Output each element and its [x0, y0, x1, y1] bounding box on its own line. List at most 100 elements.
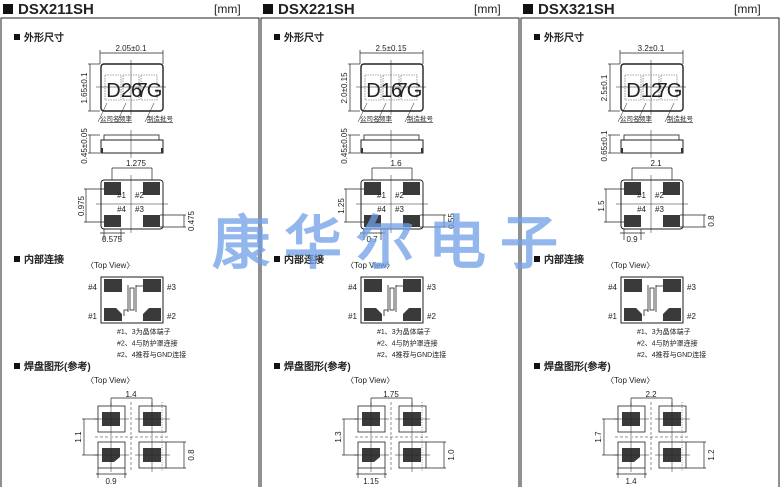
panel-border	[260, 17, 520, 487]
pin-label-1: #1	[88, 312, 97, 321]
marking-char: 7G	[137, 80, 162, 102]
section-land-title: 焊盘图形(参考)	[544, 360, 611, 373]
pad-width-dimension: 0.7	[366, 235, 378, 244]
section-land-title: 焊盘图形(参考)	[284, 360, 351, 373]
lid	[623, 134, 680, 141]
marking-char: D	[626, 80, 640, 102]
top-view-label: 〈Top View〉	[346, 376, 394, 385]
pin-label-1: #1	[608, 312, 617, 321]
base	[100, 139, 164, 154]
pad-2	[403, 182, 420, 195]
marking-label: 制造批号	[147, 114, 174, 123]
pad-3	[143, 215, 160, 227]
dimension-line	[617, 102, 628, 123]
land-pitch-dimension: 1.4	[125, 390, 137, 399]
side-terminal	[361, 148, 363, 153]
marking-label: 频率	[119, 114, 133, 123]
pin-label-2: #2	[427, 312, 436, 321]
marking-box	[122, 74, 140, 101]
land-vpitch-dimension: 1.1	[74, 431, 83, 443]
connection-note: #1、3为晶体端子	[377, 327, 431, 336]
section-internal-title: 内部连接	[24, 253, 64, 266]
side-terminal	[161, 148, 163, 153]
internal-connection-diagram: #4#3#1#2	[88, 276, 176, 324]
pin-label-1: #1	[377, 191, 386, 200]
side-terminal	[101, 148, 103, 153]
dimension-line	[404, 102, 415, 123]
pin-label-4: #4	[348, 283, 357, 292]
top-view-label: 〈Top View〉	[86, 261, 134, 270]
lid	[363, 134, 420, 141]
marking-label: 制造批号	[407, 114, 434, 123]
pad-height-dimension: 0.55	[447, 213, 456, 229]
height-dimension: 2.0±0.15	[340, 72, 349, 104]
header-square-icon	[523, 4, 533, 14]
width-dimension: 3.2±0.1	[638, 44, 665, 53]
pad-width-dimension: 0.9	[626, 235, 638, 244]
side-view: 0.45±0.05	[80, 128, 164, 164]
section-bullet-icon	[274, 256, 280, 262]
terminal-1	[104, 308, 122, 321]
marking-label: 频率	[379, 114, 393, 123]
side-view: 0.65±0.1	[600, 130, 684, 162]
terminal-1	[624, 308, 642, 321]
section-bullet-icon	[14, 34, 20, 40]
pad-4	[624, 215, 641, 227]
product-title: DSX321SH	[538, 1, 615, 18]
dimension-line	[97, 102, 108, 123]
connection-note: #2、4推荐与GND连接	[637, 350, 706, 359]
bottom-pad-view: 1.6#1#2#4#31.250.550.7	[337, 159, 456, 244]
pin-label-3: #3	[395, 205, 404, 214]
crystal-element-icon	[129, 287, 135, 311]
pin-label-4: #4	[377, 205, 386, 214]
terminal-2	[403, 308, 421, 321]
pad-4	[364, 215, 381, 227]
section-outline-title: 外形尺寸	[283, 31, 324, 44]
marking-label: 公司名	[620, 114, 640, 123]
land-vpitch-dimension: 1.3	[334, 431, 343, 443]
marking-char: D	[106, 80, 120, 102]
crystal-body-top	[360, 63, 424, 112]
dimension-line	[636, 102, 647, 123]
panel-border	[520, 17, 780, 487]
thickness-dimension: 0.65±0.1	[600, 130, 609, 162]
marking-box	[660, 74, 678, 101]
pin-label-2: #2	[395, 191, 404, 200]
panel-border	[0, 17, 260, 487]
unit-label: [mm]	[474, 2, 501, 16]
crystal-body-top	[620, 63, 684, 112]
marking-char: 16	[381, 80, 402, 102]
pad-4	[104, 215, 121, 227]
pin-label-4: #4	[117, 205, 126, 214]
section-bullet-icon	[274, 363, 280, 369]
land-pattern-diagram: 1.751.31.01.15	[334, 390, 456, 486]
product-title: DSX221SH	[278, 1, 355, 18]
connection-note: #2、4推荐与GND连接	[377, 350, 446, 359]
pad-height-dimension: 0.475	[187, 210, 196, 231]
pin-label-3: #3	[427, 283, 436, 292]
marking-label: 公司名	[360, 114, 380, 123]
header-square-icon	[263, 4, 273, 14]
dimension-line	[116, 102, 127, 123]
terminal-3	[403, 279, 421, 292]
marking-label: 制造批号	[667, 114, 694, 123]
width-dimension: 2.5±0.15	[375, 44, 407, 53]
marking-label: 公司名	[100, 114, 120, 123]
pin-label-3: #3	[655, 205, 664, 214]
dimension-line	[357, 102, 368, 123]
section-bullet-icon	[534, 363, 540, 369]
land-height-dimension: 1.0	[447, 449, 456, 461]
connection-note: #2、4与防护罩连接	[377, 339, 438, 348]
pad-vpitch-dimension: 1.5	[597, 200, 606, 212]
terminal-3	[143, 279, 161, 292]
pad-pitch-dimension: 1.6	[390, 159, 402, 168]
section-bullet-icon	[534, 34, 540, 40]
marking-char: D	[366, 80, 380, 102]
pin-label-2: #2	[687, 312, 696, 321]
pad-width-dimension: 0.575	[102, 235, 123, 244]
